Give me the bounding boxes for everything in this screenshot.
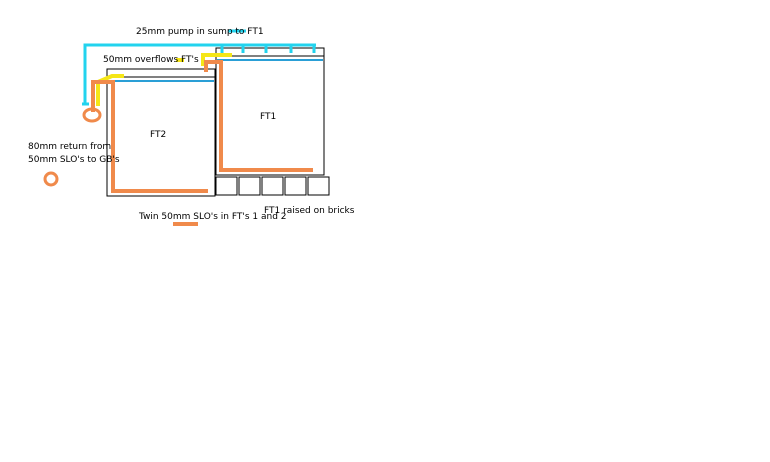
return-pipe-end xyxy=(82,107,102,123)
label-overflows: 50mm overflows FT's xyxy=(103,55,199,65)
brick xyxy=(238,176,261,196)
returns xyxy=(43,60,313,226)
tank-ft1 xyxy=(215,47,325,176)
brick xyxy=(307,176,330,196)
tank-ft1-outline xyxy=(215,47,325,176)
label-ft2: FT2 xyxy=(150,130,166,140)
label-return-line1: 80mm return from xyxy=(28,142,111,152)
tank-ft2 xyxy=(106,68,216,197)
return-80mm-symbol xyxy=(43,171,59,187)
brick xyxy=(261,176,284,196)
label-bricks: FT1 raised on bricks xyxy=(264,206,355,216)
pump-line-main xyxy=(83,43,316,104)
brick xyxy=(284,176,307,196)
bricks xyxy=(215,176,330,196)
label-ft1: FT1 xyxy=(260,112,276,122)
label-return-line2: 50mm SLO's to GB's xyxy=(28,155,120,165)
label-twin-slo: Twin 50mm SLO's in FT's 1 and 2 xyxy=(138,212,287,222)
pump-line xyxy=(82,43,316,106)
overflow-ft1 xyxy=(201,53,232,66)
tank-ft2-outline xyxy=(106,68,216,197)
slo-ft1 xyxy=(204,60,313,172)
overflows xyxy=(96,53,232,106)
label-pump: 25mm pump in sump to FT1 xyxy=(136,27,264,37)
brick xyxy=(215,176,238,196)
overflow-ft2 xyxy=(96,74,124,106)
slo-ft2 xyxy=(91,80,208,193)
